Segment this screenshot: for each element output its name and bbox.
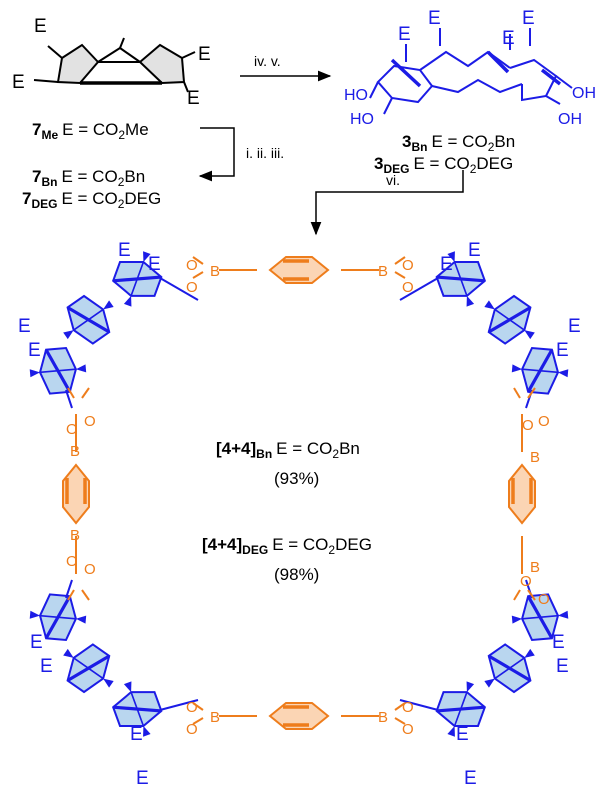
ester-label-m9: E [30, 632, 43, 653]
oxygen-right-1: O [522, 417, 534, 434]
yield-product-deg: (98%) [274, 565, 319, 584]
oxygen-top-3: O [402, 257, 414, 274]
boron-right-1: B [530, 449, 540, 466]
oxygen-left-1: O [66, 421, 78, 438]
hydroxyl-label-b: HO [350, 111, 374, 128]
compound-7-structure: E E E E [12, 16, 211, 109]
ester-label-m5: E [468, 240, 481, 261]
ester-label-m10: E [40, 656, 53, 677]
ester-label-m15: E [456, 724, 469, 745]
oxygen-bottom-3: O [402, 699, 414, 716]
oxygen-right-4: O [538, 591, 550, 608]
ester-label-7-a: E [34, 16, 47, 37]
ester-label-3-c: E [502, 28, 515, 49]
ester-label-m2: E [148, 254, 161, 275]
reagent-iv-v: iv. v. [254, 53, 281, 69]
linker-bottom: O O B B O O [186, 699, 414, 738]
boron-top-1: B [210, 263, 220, 280]
ester-label-m1: E [118, 240, 131, 261]
ester-label-m4: E [28, 340, 41, 361]
oxygen-bottom-2: O [186, 721, 198, 738]
arrow-vi [310, 170, 464, 236]
ester-label-7-b: E [12, 72, 25, 93]
backbone-top-left [26, 243, 199, 409]
ester-label-m12: E [136, 768, 149, 788]
boron-left-2: B [70, 527, 80, 544]
ester-label-3-d: E [522, 8, 535, 29]
hydroxyl-label-d: OH [558, 111, 582, 128]
oxygen-top-2: O [186, 279, 198, 296]
boron-bottom-1: B [210, 709, 220, 726]
reagent-i-ii-iii: i. ii. iii. [246, 145, 284, 161]
oxygen-left-4: O [84, 561, 96, 578]
oxygen-right-2: O [538, 413, 550, 430]
hydroxyl-label-c: OH [572, 85, 596, 102]
arrow-i-ii-iii [198, 127, 235, 182]
ester-label-m14: E [556, 656, 569, 677]
ester-label-m3: E [18, 316, 31, 337]
linker-top: O O B B O O [186, 255, 414, 296]
linker-right: O O B B O O [507, 386, 550, 608]
compound-3-structure: E E E E HO HO OH OH [344, 8, 596, 128]
reagent-vi: vi. [386, 172, 400, 188]
boron-right-2: B [530, 559, 540, 576]
ester-label-m13: E [552, 632, 565, 653]
backbone-top-right [399, 243, 572, 409]
ester-label-m6: E [440, 254, 453, 275]
ester-label-m8: E [556, 340, 569, 361]
hydroxyl-label-a: HO [344, 87, 368, 104]
oxygen-right-3: O [520, 573, 532, 590]
oxygen-bottom-1: O [186, 699, 198, 716]
oxygen-bottom-4: O [402, 721, 414, 738]
ester-label-m7: E [568, 316, 581, 337]
backbone-bottom-left [26, 579, 199, 745]
linker-left: O O B B O O [61, 386, 96, 602]
oxygen-top-4: O [402, 279, 414, 296]
ester-label-7-c: E [198, 44, 211, 65]
ester-label-m16: E [464, 768, 477, 788]
oxygen-left-2: O [84, 413, 96, 430]
boron-left-1: B [70, 443, 80, 460]
yield-product-bn: (93%) [274, 469, 319, 488]
ester-label-3-b: E [398, 24, 411, 45]
oxygen-left-3: O [66, 553, 78, 570]
ester-label-m11: E [130, 724, 143, 745]
ester-label-7-d: E [187, 88, 200, 109]
boron-bottom-2: B [378, 709, 388, 726]
boron-top-2: B [378, 263, 388, 280]
macrocycle-4plus4: E E E E E E E E E E E E E E E E O O B B [18, 240, 581, 788]
oxygen-top-1: O [186, 257, 198, 274]
ester-label-3-a: E [428, 8, 441, 29]
